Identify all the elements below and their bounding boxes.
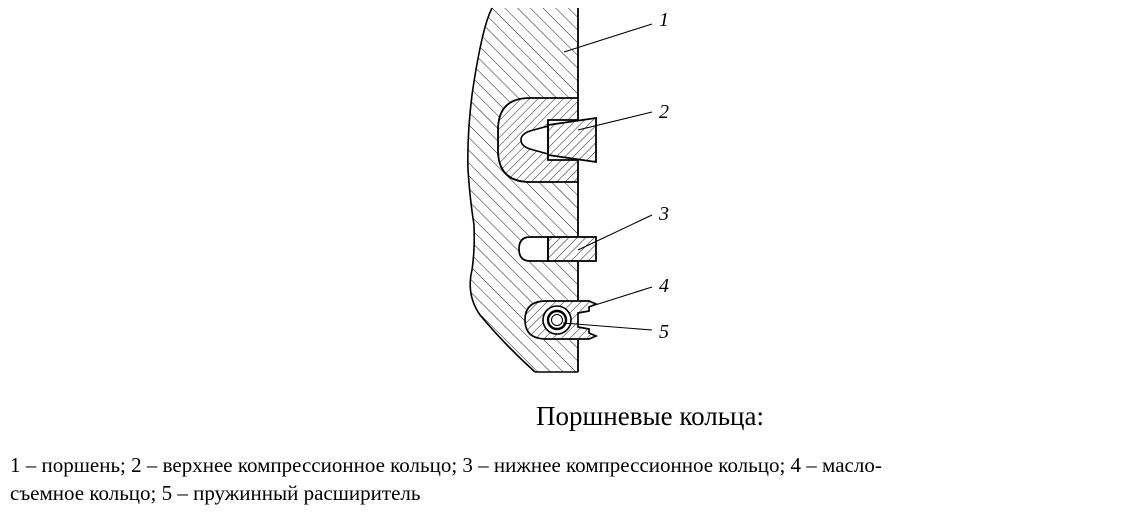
callout-1: 1 [659, 9, 669, 31]
top-groove-insert [497, 97, 579, 183]
leader-line-1 [563, 23, 653, 53]
legend-line-1: 1 – поршень; 2 – верхнее компрессионное … [10, 453, 882, 477]
leader-lines [562, 23, 653, 331]
callout-5: 5 [659, 321, 669, 343]
callout-4: 4 [659, 275, 669, 297]
callout-3: 3 [658, 203, 669, 225]
spring-expander [546, 309, 568, 331]
leader-line-3 [577, 214, 653, 251]
callout-2: 2 [659, 101, 669, 123]
lower-compression-ring [518, 236, 597, 262]
figure-title: Поршневые кольца: [536, 401, 764, 431]
legend-line-2: съемное кольцо; 5 – пружинный расширител… [10, 481, 421, 505]
leader-line-4 [591, 286, 653, 307]
piston-rings-diagram: 1 2 3 4 5 [467, 7, 669, 373]
figure-legend: 1 – поршень; 2 – верхнее компрессионное … [10, 451, 1124, 507]
leader-line-5 [562, 322, 653, 331]
upper-compression-ring [547, 116, 597, 164]
leader-line-2 [577, 111, 653, 131]
